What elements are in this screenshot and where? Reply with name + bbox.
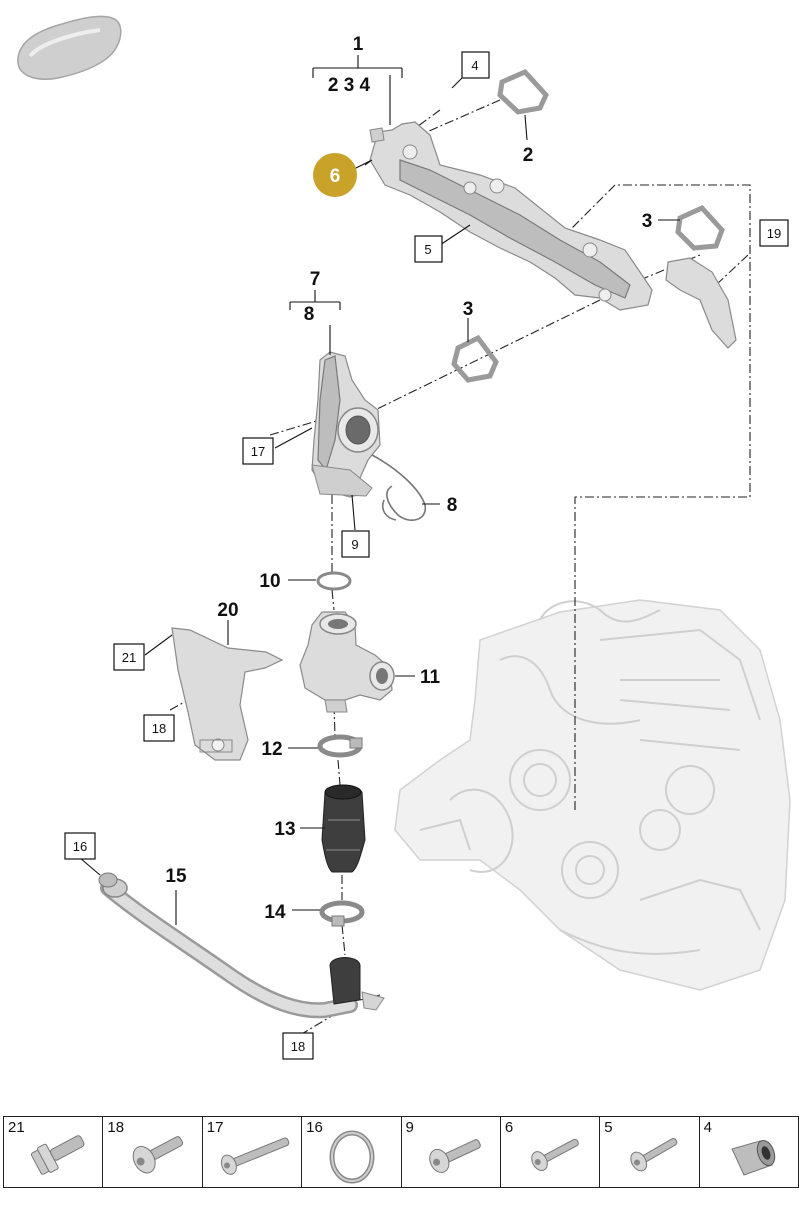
o-ring-icon xyxy=(329,1130,375,1184)
svg-text:4: 4 xyxy=(471,58,478,73)
exploded-parts-diagram: 6 1 2 3 4 2 3 3 7 8 8 10 11 12 13 14 15 … xyxy=(17,15,791,1060)
legend-cell-9[interactable]: 9 xyxy=(402,1117,501,1187)
callout-3-lower: 3 xyxy=(463,299,474,320)
coolant-hose-part-13 xyxy=(321,784,366,873)
legend-cell-18[interactable]: 18 xyxy=(103,1117,203,1187)
callout-20: 20 xyxy=(217,600,238,621)
legend-number: 21 xyxy=(8,1119,25,1136)
legend-cell-21[interactable]: 21 xyxy=(4,1117,104,1187)
legend-number: 16 xyxy=(306,1119,323,1136)
callout-6-label: 6 xyxy=(330,166,341,187)
callout-group-2-3-4: 2 3 4 xyxy=(328,75,371,96)
callout-1: 1 xyxy=(353,34,364,55)
boxed-label-19: 19 xyxy=(759,219,789,247)
screw-icon xyxy=(630,1137,678,1172)
coolant-pipe-part-15 xyxy=(98,872,385,1019)
gasket-part-2 xyxy=(497,68,549,115)
svg-text:9: 9 xyxy=(351,537,358,552)
callout-8-group: 8 xyxy=(304,304,315,325)
callout-14: 14 xyxy=(264,902,286,923)
boxed-callout-labels: 4 5 19 17 9 21 18 16 xyxy=(64,51,789,1060)
fastener-legend: 21 18 17 16 xyxy=(3,1116,799,1188)
legend-number: 9 xyxy=(405,1119,414,1136)
callout-12: 12 xyxy=(261,739,282,760)
gasket-part-3-upper xyxy=(675,204,725,251)
svg-text:16: 16 xyxy=(73,839,87,854)
legend-cell-17[interactable]: 17 xyxy=(203,1117,303,1187)
torx-bolt-icon xyxy=(133,1136,184,1174)
coolant-housing-part-7 xyxy=(311,351,381,498)
sleeve-icon xyxy=(730,1139,775,1176)
boxed-label-4: 4 xyxy=(461,51,490,79)
boxed-label-18-left: 18 xyxy=(143,714,175,742)
svg-text:21: 21 xyxy=(122,650,136,665)
svg-text:19: 19 xyxy=(767,226,781,241)
hose-clamp-part-12 xyxy=(317,734,363,758)
heat-shield-part-20 xyxy=(171,627,284,761)
spring-clip-part-8 xyxy=(371,454,426,521)
legend-number: 4 xyxy=(703,1119,712,1136)
boxed-label-18-bottom: 18 xyxy=(282,1032,314,1060)
callout-15: 15 xyxy=(165,866,187,887)
svg-text:5: 5 xyxy=(424,242,431,257)
long-bolt-icon xyxy=(220,1137,290,1175)
callout-11: 11 xyxy=(420,667,441,688)
boxed-label-21: 21 xyxy=(113,643,145,671)
screw-icon xyxy=(531,1138,579,1172)
boxed-label-17: 17 xyxy=(242,437,274,465)
callout-13: 13 xyxy=(274,819,295,840)
vehicle-silhouette-icon xyxy=(17,15,122,80)
bracket-part-19 xyxy=(665,257,737,349)
legend-number: 18 xyxy=(107,1119,125,1136)
legend-number: 17 xyxy=(206,1119,224,1136)
callout-8: 8 xyxy=(447,495,458,516)
engine-background-illustration xyxy=(394,599,791,991)
legend-cell-4[interactable]: 4 xyxy=(700,1117,798,1187)
boxed-label-5: 5 xyxy=(414,235,443,263)
coolant-manifold-part xyxy=(369,121,653,311)
valve-part-11 xyxy=(299,611,395,713)
o-ring-part-10 xyxy=(316,571,352,591)
svg-text:17: 17 xyxy=(251,444,265,459)
legend-cell-16[interactable]: 16 xyxy=(302,1117,402,1187)
legend-number: 6 xyxy=(504,1119,514,1136)
svg-text:18: 18 xyxy=(291,1039,305,1054)
callout-2: 2 xyxy=(523,145,534,166)
callout-3-upper: 3 xyxy=(642,211,653,232)
callout-labels: 1 2 3 4 2 3 3 7 8 8 10 11 12 13 14 15 20 xyxy=(165,34,652,923)
leader-lines xyxy=(79,55,680,925)
boxed-label-9: 9 xyxy=(341,530,370,558)
boxed-label-16: 16 xyxy=(64,832,96,860)
legend-number: 5 xyxy=(604,1119,613,1136)
flange-bolt-icon xyxy=(30,1135,85,1175)
legend-cell-6[interactable]: 6 xyxy=(501,1117,601,1187)
hose-clamp-part-14 xyxy=(319,900,365,927)
legend-cell-5[interactable]: 5 xyxy=(600,1117,700,1187)
gasket-part-3-lower xyxy=(451,334,499,383)
short-bolt-icon xyxy=(428,1139,481,1173)
svg-text:18: 18 xyxy=(152,721,166,736)
callout-7: 7 xyxy=(310,269,321,290)
callout-10: 10 xyxy=(259,571,280,592)
highlighted-callout-6[interactable]: 6 xyxy=(313,153,357,197)
